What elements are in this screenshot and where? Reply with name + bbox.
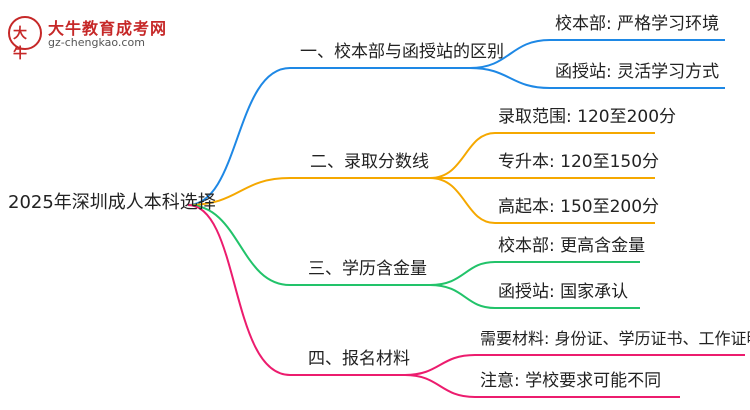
branch-1-child-2: 函授站: 灵活学习方式 <box>555 62 720 82</box>
connector-branch-3-child-2 <box>429 284 640 309</box>
branch-2-child-3: 高起本: 150至200分 <box>498 197 660 217</box>
branch-2-label: 二、录取分数线 <box>310 152 429 172</box>
branch-4-child-1: 需要材料: 身份证、学历证书、工作证明 <box>480 329 750 348</box>
connector-root-branch-3 <box>187 204 430 286</box>
logo-mark-icon: 大牛 <box>8 16 42 62</box>
branch-1-child-1: 校本部: 严格学习环境 <box>555 14 720 34</box>
connector-branch-1-child-1 <box>469 39 725 69</box>
logo-name: 大牛教育成考网 <box>48 19 168 38</box>
connector-branch-1-child-2 <box>469 67 725 89</box>
connector-branch-2-child-3 <box>429 177 655 224</box>
connector-branch-3-child-1 <box>429 261 640 286</box>
branch-3-child-2: 函授站: 国家承认 <box>498 282 629 302</box>
branch-3-child-1: 校本部: 更高含金量 <box>498 236 646 256</box>
branch-1-label: 一、校本部与函授站的区别 <box>300 42 504 62</box>
branch-2-child-1: 录取范围: 120至200分 <box>498 107 677 127</box>
root-node: 2025年深圳成人本科选择 <box>8 192 216 213</box>
branch-4-child-2: 注意: 学校要求可能不同 <box>480 371 662 391</box>
connector-branch-4-child-2 <box>404 374 680 398</box>
connector-root-branch-1 <box>187 67 470 206</box>
logo-url: gz-chengkao.com <box>48 36 145 49</box>
branch-3-label: 三、学历含金量 <box>308 259 427 279</box>
branch-4-label: 四、报名材料 <box>308 349 410 369</box>
connector-branch-4-child-1 <box>404 354 745 376</box>
site-logo[interactable]: 大牛 大牛教育成考网 gz-chengkao.com <box>8 14 173 62</box>
connector-root-branch-2 <box>187 177 430 206</box>
connector-branch-2-child-1 <box>429 132 655 179</box>
branch-2-child-2: 专升本: 120至150分 <box>498 152 660 172</box>
connector-root-branch-4 <box>187 204 405 376</box>
